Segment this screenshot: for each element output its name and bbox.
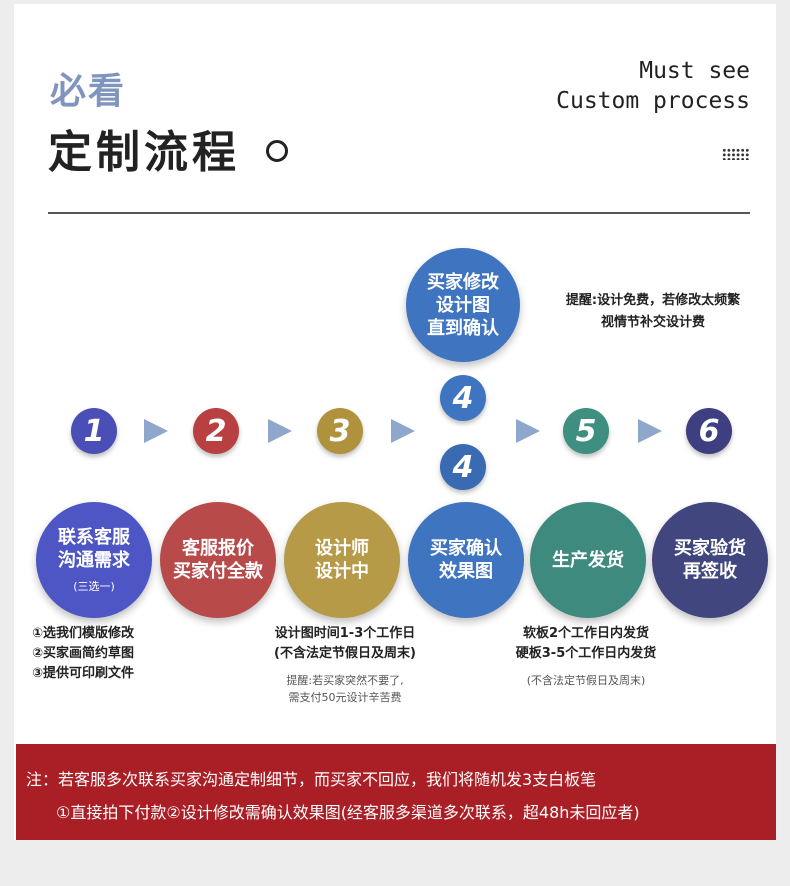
step-4-label-line2: 效果图 (439, 561, 493, 582)
step-3-reminder-1: 提醒:若买家突然不要了, (286, 674, 404, 687)
step-6-number: 6 (686, 408, 732, 454)
step-5-circle: 生产发货 (530, 502, 646, 618)
step-6-label-line1: 买家验货 (674, 538, 746, 559)
english-title-line2: Custom process (556, 88, 750, 114)
step-6-circle: 买家验货 再签收 (652, 502, 768, 618)
header-divider (48, 212, 750, 214)
step-1-circle: 联系客服 沟通需求 (三选一) (36, 502, 152, 618)
circle-decor-icon (266, 140, 288, 162)
step-3-label-line1: 设计师 (315, 538, 369, 559)
arrow-right-icon (268, 419, 292, 443)
arrow-right-icon (144, 419, 168, 443)
step-3-notes: 设计图时间1-3个工作日 (不含法定节假日及周末) (240, 624, 450, 664)
step-3-circle: 设计师 设计中 (284, 502, 400, 618)
step-3-number: 3 (317, 408, 363, 454)
revise-label-line3: 直到确认 (427, 317, 499, 339)
step-5-note-2: 硬板3-5个工作日内发货 (515, 646, 657, 661)
step-5-label-line1: 生产发货 (552, 549, 624, 571)
step-5-number: 5 (563, 408, 609, 454)
step-4-number: 4 (440, 444, 486, 490)
banner-line1: 注：若客服多次联系买家沟通定制细节，而买家不回应，我们将随机发3支白板笔 (26, 770, 597, 789)
step-1-label-line2: 沟通需求 (58, 550, 130, 571)
step-2-circle: 客服报价 买家付全款 (160, 502, 276, 618)
revise-reminder: 提醒:设计免费，若修改太频繁 视情节补交设计费 (538, 290, 768, 334)
revise-reminder-line2: 视情节补交设计费 (600, 315, 705, 330)
step-3-label-line2: 设计中 (315, 561, 369, 582)
step-2-label-line1: 客服报价 (182, 538, 254, 559)
step-2-number: 2 (193, 408, 239, 454)
step-2-label-line2: 买家付全款 (173, 561, 263, 582)
step-5-note-1: 软板2个工作日内发货 (522, 626, 650, 641)
title-must-see: 必看 (50, 71, 127, 112)
step-3-note-1: 设计图时间1-3个工作日 (274, 626, 416, 641)
step-1-sub: (三选一) (73, 580, 115, 593)
revise-label-line2: 设计图 (436, 294, 490, 316)
arrow-right-icon (391, 419, 415, 443)
step-4-label-line1: 买家确认 (430, 538, 502, 559)
dot-grid-icon (722, 148, 750, 160)
revise-reminder-line1: 提醒:设计免费，若修改太频繁 (565, 293, 741, 308)
arrow-right-icon (516, 419, 540, 443)
step-1-number: 1 (71, 408, 117, 454)
revise-circle: 买家修改 设计图 直到确认 (406, 248, 520, 362)
step-5-notes: 软板2个工作日内发货 硬板3-5个工作日内发货 (486, 624, 686, 664)
step-1-notes: ①选我们模版修改 ②买家画简约草图 ③提供可印刷文件 (32, 624, 134, 684)
revise-number-badge: 4 (440, 375, 486, 421)
step-1-note-2: ②买家画简约草图 (32, 646, 135, 661)
notice-banner: 注：若客服多次联系买家沟通定制细节，而买家不回应，我们将随机发3支白板笔 ①直接… (16, 744, 776, 840)
banner-line2: ①直接拍下付款②设计修改需确认效果图(经客服多渠道多次联系，超48h未回应者) (56, 803, 640, 822)
step-1-note-3: ③提供可印刷文件 (32, 666, 135, 681)
step-3-reminder-2: 需支付50元设计辛苦费 (288, 691, 402, 704)
step-6-label-line2: 再签收 (683, 561, 737, 582)
page-title: 定制流程 (48, 127, 240, 178)
step-3-note-2: (不含法定节假日及周末) (274, 646, 416, 661)
revise-label-line1: 买家修改 (427, 271, 499, 293)
step-3-reminder: 提醒:若买家突然不要了, 需支付50元设计辛苦费 (240, 672, 450, 706)
step-5-small-note: (不含法定节假日及周末) (526, 674, 646, 687)
arrow-right-icon (638, 419, 662, 443)
step-4-circle: 买家确认 效果图 (408, 502, 524, 618)
english-title-line1: Must see (639, 58, 750, 84)
step-1-label-line1: 联系客服 (58, 527, 130, 548)
step-1-note-1: ①选我们模版修改 (32, 626, 135, 641)
